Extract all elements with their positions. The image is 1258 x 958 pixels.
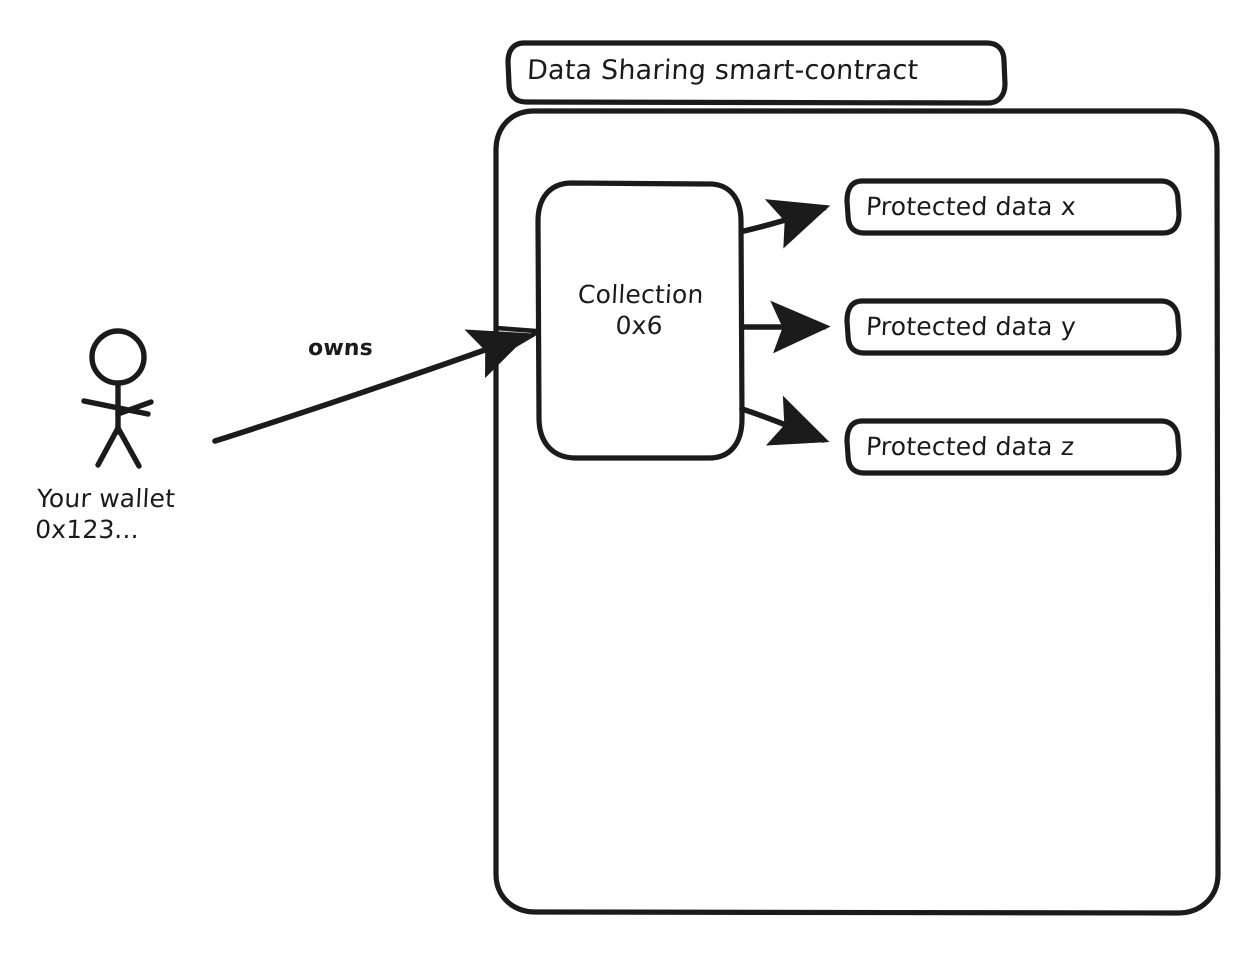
edge-collection-to-protected-data-z — [739, 395, 830, 446]
wallet-label-line1: Your wallet — [36, 484, 176, 513]
stick-figure-person-icon — [81, 328, 154, 469]
collection-label-line2: 0x6 — [614, 310, 664, 340]
owns-edge-label: owns — [307, 336, 374, 361]
protected-data-box-x[interactable] — [844, 178, 1182, 236]
protected-data-x-label: Protected data x — [865, 192, 1077, 221]
protected-data-box-y[interactable] — [844, 298, 1182, 356]
contract-title-label: Data Sharing smart-contract — [526, 55, 920, 86]
collection-label-line1: Collection — [577, 280, 705, 309]
edge-wallet-owns-collection — [212, 325, 539, 444]
edge-collection-to-protected-data-x — [741, 199, 831, 249]
wallet-label-line2: 0x123... — [34, 514, 140, 544]
protected-data-y-label: Protected data y — [865, 312, 1077, 341]
protected-data-z-label: Protected data z — [865, 432, 1075, 461]
protected-data-box-z[interactable] — [844, 418, 1182, 476]
collection-box[interactable] — [535, 180, 745, 461]
contract-title-box — [505, 40, 1008, 106]
